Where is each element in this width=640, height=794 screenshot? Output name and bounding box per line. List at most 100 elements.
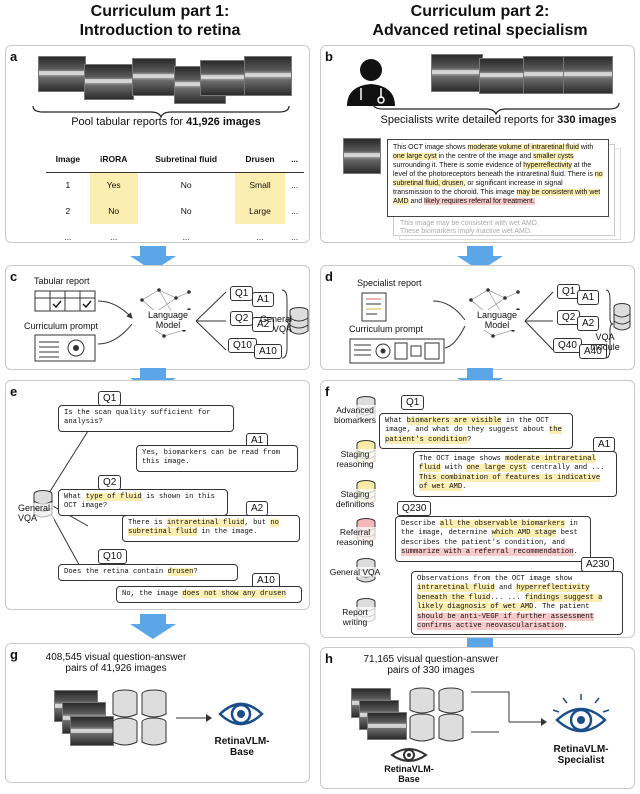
output-arrows: [524, 291, 554, 351]
highlight-yellow: This combination of features is indicati…: [419, 473, 601, 492]
q10-tag: Q10: [98, 549, 127, 564]
q10-bubble: Does the retina contain drusen?: [58, 564, 238, 582]
q230-tag: Q230: [397, 501, 432, 516]
oct-thumbnail: [343, 138, 381, 174]
text-segment: in the OCT image, and what do they sugge…: [385, 417, 549, 435]
arrow-right: [176, 714, 212, 722]
text-segment: at the level of the photoreceptors benea…: [393, 162, 595, 178]
curly-brace: [372, 102, 620, 115]
table-row: 1 Yes No Small ...: [46, 172, 304, 198]
down-arrow: [130, 246, 176, 271]
oct-image: [431, 54, 483, 92]
a230-tag: A230: [581, 557, 615, 572]
text-segment: ... ...: [490, 593, 525, 602]
text-segment: or significant increase in signal transm…: [393, 180, 563, 196]
tabular-report-table: Image iRORA Subretinal fluid Drusen ... …: [46, 146, 304, 250]
highlight-yellow: one large cyst: [466, 464, 527, 473]
output-arrows: [195, 291, 227, 351]
table-icon: [34, 290, 96, 312]
pool-text: Pool tabular reports for 41,926 images: [71, 116, 261, 128]
retinavlm-specialist-label: RetinaVLM-Specialist: [553, 744, 609, 766]
q2-bubble: What type of fluid is shown in this OCT …: [58, 489, 228, 516]
oct-image: [563, 56, 613, 94]
table-header: Subretinal fluid: [137, 146, 235, 173]
text-segment: best describes the patient's condition, …: [401, 529, 578, 547]
merge-arrows: [471, 691, 547, 733]
database-icon: [613, 303, 631, 331]
panel-d: d Specialist report Curriculum prompt La…: [320, 265, 635, 370]
retinavlm-base-icon: [390, 748, 428, 762]
text-segment: in the image.: [197, 528, 258, 537]
database-icon: [289, 307, 309, 335]
text-segment: What: [385, 417, 407, 425]
report-doc-icon: [361, 292, 387, 322]
a1-tag: A1: [252, 292, 275, 307]
text-segment: This OCT image shows: [393, 144, 468, 151]
input-arrows: [97, 300, 133, 345]
curriculum-prompt-label: Curriculum prompt: [24, 321, 99, 331]
dataset-label: Staging definitions: [329, 489, 381, 509]
oct-image: [200, 60, 246, 96]
curly-brace: [605, 289, 613, 359]
specialist-report-label: Specialist report: [357, 278, 422, 288]
text-segment: What: [64, 493, 86, 501]
q1-tag: Q1: [98, 391, 122, 406]
text-segment: and: [408, 198, 425, 205]
prompt-icon: [34, 334, 96, 362]
dataset-label: General VQA: [329, 567, 381, 577]
column-2-title: Curriculum part 2: Advanced retinal spec…: [325, 2, 635, 40]
a1-tag: A1: [577, 290, 600, 305]
dataset-label: Staging reasoning: [329, 449, 381, 469]
table-header: ...: [285, 146, 304, 173]
panel-b-label: b: [325, 49, 333, 64]
table-row: ... ... ... ... ...: [64, 232, 299, 242]
tabular-report-label: Tabular report: [34, 276, 90, 286]
highlight-yellow: all the observable biomarkers: [439, 520, 565, 528]
prompt-icon: [349, 338, 445, 364]
col2-title-line2: Advanced retinal specialism: [372, 22, 588, 39]
text-segment: .: [462, 483, 467, 492]
q1-bubble: Is the scan quality sufficient for analy…: [58, 405, 234, 432]
curriculum-prompt-label: Curriculum prompt: [349, 324, 424, 334]
a2-tag: A2: [577, 316, 600, 331]
table-header: Drusen: [234, 146, 286, 173]
doctor-icon: [347, 59, 395, 106]
panel-h-label: h: [325, 651, 333, 666]
highlight-yellow: one large cyst: [393, 153, 437, 160]
a10-bubble: No, the image does not show any drusen: [116, 586, 302, 604]
report-body: This OCT image shows moderate volume of …: [393, 144, 603, 205]
highlight-red: likely requires referral for treatment.: [424, 198, 535, 205]
text-segment: centrally and ...: [526, 464, 605, 473]
retinavlm-specialist-logo-icon: [552, 694, 610, 733]
a2-tag: A2: [246, 501, 269, 516]
text-segment: .: [573, 548, 578, 557]
panel-g-label: g: [10, 647, 18, 662]
table-row: 2 No No Large ...: [46, 198, 304, 224]
text-segment: Describe: [401, 520, 440, 528]
highlight-yellow: hyperreflectivity: [523, 162, 572, 169]
text-segment: The OCT image shows: [419, 455, 506, 463]
database-stack-icon: [409, 687, 464, 742]
highlight-yellow: intraretinal fluid: [166, 519, 245, 527]
panel-a-label: a: [10, 49, 18, 64]
highlight-yellow: smaller cysts: [533, 153, 574, 160]
a1-bubble: The OCT image shows moderate intraretina…: [413, 451, 617, 497]
text-segment: in the image, determine: [401, 520, 578, 538]
panel-d-label: d: [325, 269, 333, 284]
column-1-title: Curriculum part 1: Introduction to retin…: [10, 2, 310, 40]
col1-title-line2: Introduction to retina: [79, 22, 241, 39]
oct-image: [70, 716, 114, 746]
input-arrows: [432, 300, 466, 349]
highlight-red: summarize with a referral recommendation: [401, 548, 574, 557]
highlight-yellow: does not show any drusen: [182, 590, 286, 598]
oct-image: [523, 56, 565, 94]
panel-c: c Tabular report Curriculum prompt Langu…: [5, 265, 310, 370]
panel-b: b Specialists write detailed reports for…: [320, 45, 635, 243]
